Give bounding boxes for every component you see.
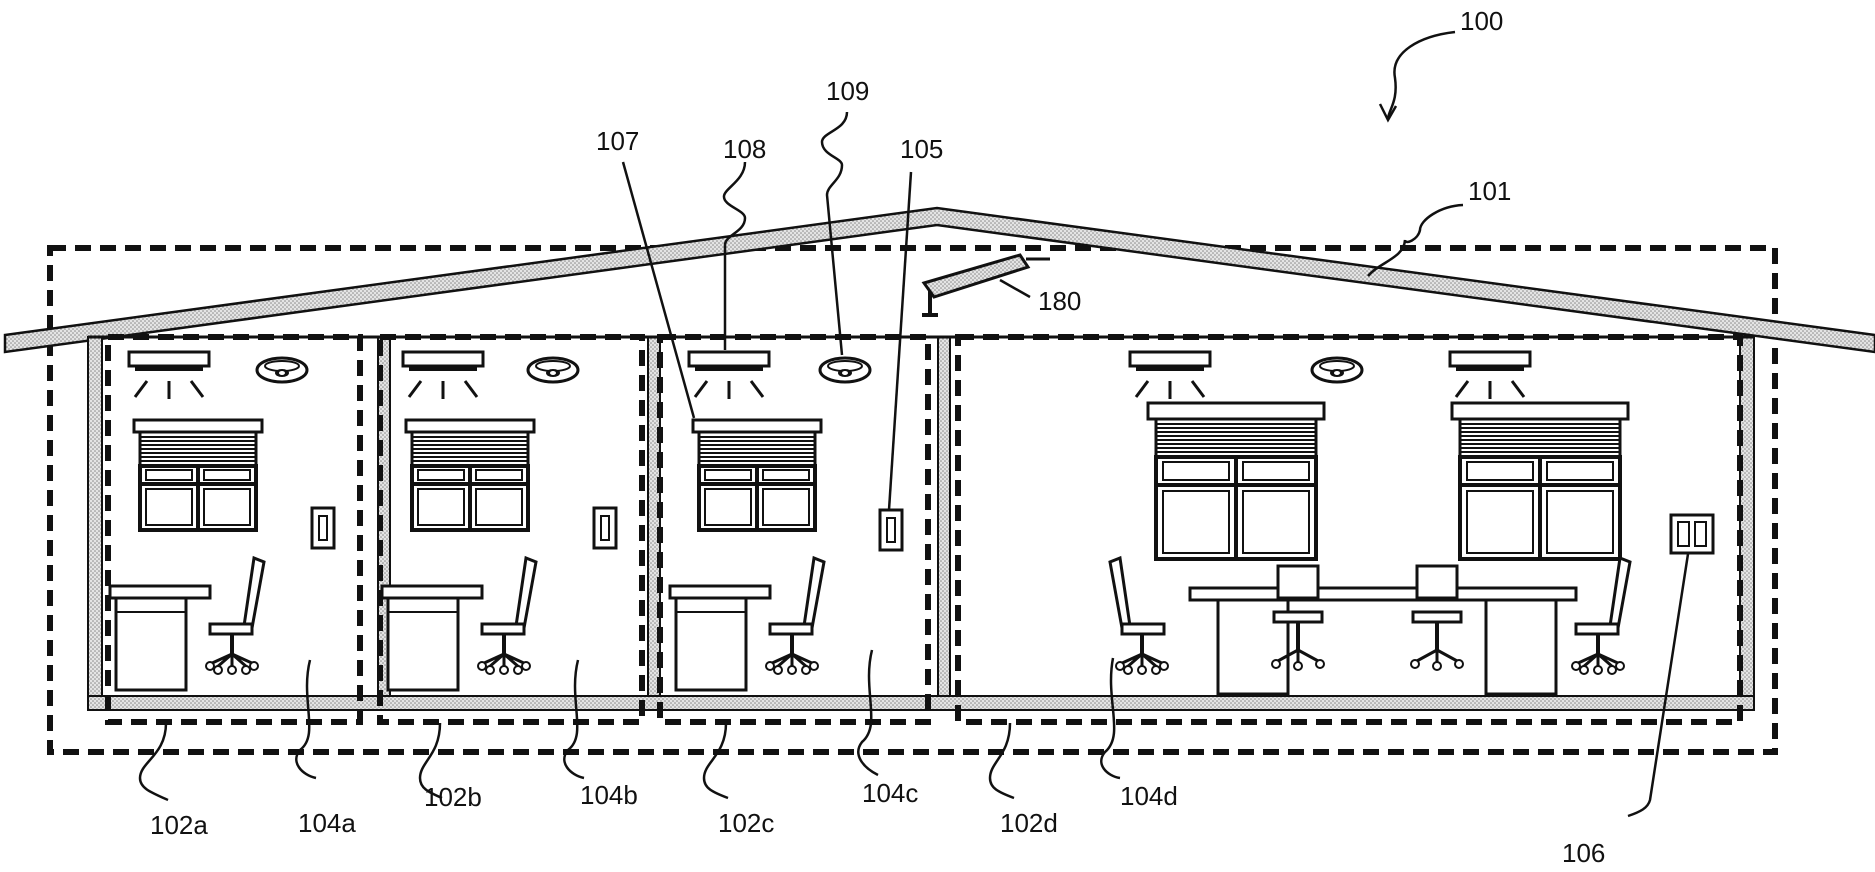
wall-keypad-icon <box>880 510 902 550</box>
office-chair-icon <box>766 558 824 674</box>
desk-icon <box>670 586 770 690</box>
wall-keypad-icon <box>312 508 334 548</box>
office-chair-icon <box>478 558 536 674</box>
occupancy-sensor-icon <box>1312 358 1362 382</box>
conference-table-icon <box>1190 588 1576 694</box>
office-chair-icon <box>1411 566 1463 670</box>
desk-icon <box>110 586 210 690</box>
occupancy-sensor-icon <box>257 358 307 382</box>
office-chair-icon <box>206 558 264 674</box>
ceiling-light-icon <box>1130 352 1210 399</box>
wall-keypad-icon <box>594 508 616 548</box>
reference-labels: 100 101 107 108 109 105 180 102a 104a 10… <box>150 6 1605 868</box>
motorized-window-shade-icon <box>1452 403 1628 559</box>
label-180: 180 <box>1038 286 1081 316</box>
motorized-window-shade-icon <box>1148 403 1324 559</box>
label-102c: 102c <box>718 808 774 838</box>
label-100: 100 <box>1460 6 1503 36</box>
office-chair-icon <box>1572 558 1630 674</box>
ceiling-light-icon <box>1450 352 1530 399</box>
label-106: 106 <box>1562 838 1605 868</box>
label-101: 101 <box>1468 176 1511 206</box>
ceiling-light-icon <box>689 352 769 399</box>
label-107: 107 <box>596 126 639 156</box>
label-104a: 104a <box>298 808 356 838</box>
ceiling-light-icon <box>129 352 209 399</box>
label-109: 109 <box>826 76 869 106</box>
label-105: 105 <box>900 134 943 164</box>
occupancy-sensor-icon <box>528 358 578 382</box>
label-102a: 102a <box>150 810 208 840</box>
ceiling-light-icon <box>403 352 483 399</box>
label-104b: 104b <box>580 780 638 810</box>
motorized-window-shade-icon <box>406 420 534 530</box>
label-102d: 102d <box>1000 808 1058 838</box>
occupancy-sensor-icon <box>820 358 870 382</box>
motorized-window-shade-icon <box>134 420 262 530</box>
desk-icon <box>382 586 482 690</box>
label-104d: 104d <box>1120 781 1178 811</box>
wall-keypad-icon <box>1671 515 1713 553</box>
label-102b: 102b <box>424 782 482 812</box>
label-104c: 104c <box>862 778 918 808</box>
label-108: 108 <box>723 134 766 164</box>
office-chair-icon <box>1110 558 1168 674</box>
ceiling-devices <box>129 352 1530 399</box>
motorized-window-shade-icon <box>693 420 821 530</box>
camera-icon <box>922 255 1050 315</box>
